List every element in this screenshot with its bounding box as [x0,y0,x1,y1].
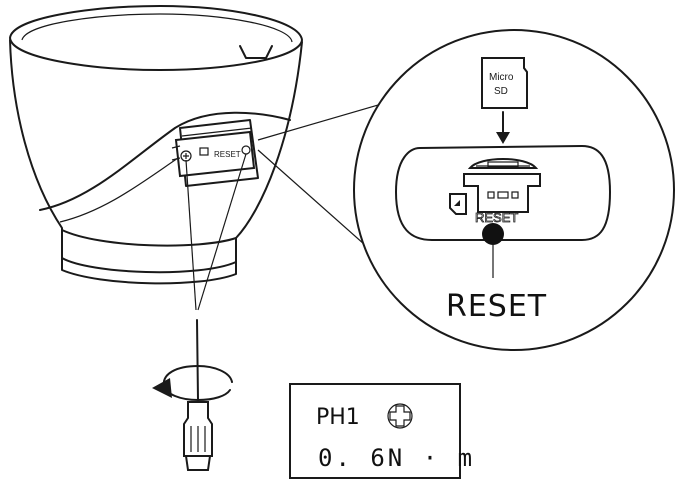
zoom-detail-circle: Micro SD RESET RESET [353,29,675,351]
microsd-card-icon: Micro SD [481,57,528,109]
screwdriver-type-label: PH1 [316,405,360,430]
sd-card-label-line2: SD [494,86,508,97]
panel-reset-label: RESET [214,150,241,159]
zoom-reset-label: RESET [475,210,518,225]
dome-camera: RESET [8,4,304,285]
down-arrow-icon [496,111,510,144]
torque-value-label: 0. 6N · m [318,444,475,472]
rotation-arrow-icon [152,365,233,401]
reset-callout-label: RESET [446,289,547,324]
sd-card-label-line1: Micro [489,72,514,83]
reset-button-icon [482,223,504,245]
screwdriver-icon [183,153,247,471]
phillips-head-icon [387,403,413,429]
spec-box: PH1 0. 6N · m [289,383,475,479]
